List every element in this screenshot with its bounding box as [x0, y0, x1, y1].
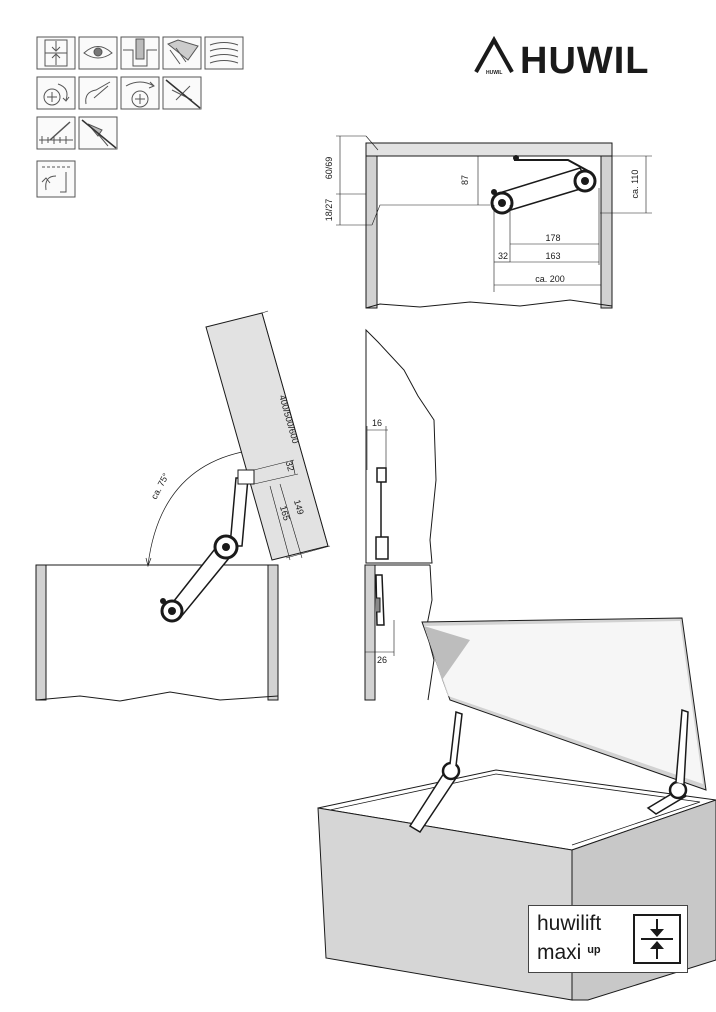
box-right-wall	[267, 564, 279, 701]
lift-symbol-icon	[633, 914, 681, 964]
brand-logo: HUWIL HUWIL	[474, 35, 650, 82]
dim-163: 163	[545, 251, 560, 261]
lift-symbol-icon	[36, 36, 76, 70]
brand-name: HUWIL	[520, 40, 650, 82]
left-side-panel	[365, 155, 378, 309]
pictogram-grid	[36, 36, 244, 198]
angle-arc	[147, 451, 243, 566]
logo-mark-icon	[474, 35, 514, 73]
no-tool-icon	[162, 76, 202, 110]
lid-panel	[365, 142, 613, 157]
product-name-line2: maxi up	[537, 941, 601, 965]
dim-26: 26	[377, 655, 387, 665]
lift-mechanism-top	[490, 155, 597, 215]
measure-icon	[36, 116, 76, 150]
open-lid-diagram: ca. 75° 400/500/600 32 165 149	[35, 310, 331, 702]
isometric-box-diagram	[317, 617, 716, 1001]
product-label: huwilift maxi up	[528, 905, 688, 973]
iso-mechanism-right	[646, 708, 689, 815]
side-wall-panel	[364, 564, 376, 701]
plywood-icon	[204, 36, 244, 70]
dim-110: ca. 110	[630, 170, 640, 199]
break-line	[365, 299, 613, 309]
dim-16: 16	[372, 418, 382, 428]
product-name-line1: huwilift	[537, 912, 602, 935]
dim-32-open: 32	[284, 460, 296, 472]
dim-149: 149	[292, 499, 306, 516]
product-name-maxi: maxi	[537, 941, 582, 964]
hand-adjust-icon	[78, 76, 118, 110]
closed-lid-diagram: 60/69 18/27 87 ca. 110 178 163 32 ca. 20…	[324, 135, 652, 309]
break-line-open	[35, 691, 279, 702]
open-lid-panel	[205, 312, 329, 561]
logo-small-text: HUWIL	[486, 70, 502, 76]
dim-lid-thickness: 60/69	[324, 157, 334, 180]
dim-200: ca. 200	[535, 274, 565, 284]
eye-icon	[78, 36, 118, 70]
rotate-arrow-icon	[36, 160, 76, 198]
dim-165: 165	[278, 505, 292, 522]
screw-rotate-icon	[36, 76, 76, 110]
product-superscript: up	[587, 944, 601, 956]
chipboard-icon	[162, 36, 202, 70]
dim-angle: ca. 75°	[149, 471, 171, 501]
drill-icon	[120, 36, 160, 70]
screw-tool-icon	[120, 76, 160, 110]
lift-mechanism-open	[160, 469, 255, 623]
side-view-diagram: 16 26	[364, 328, 437, 701]
side-lid-panel	[365, 328, 437, 564]
box-left-wall	[35, 564, 47, 701]
iso-mechanism-left	[408, 710, 463, 834]
dim-87: 87	[460, 175, 470, 185]
dim-32-top: 32	[498, 251, 508, 261]
no-hammer-icon	[78, 116, 118, 150]
right-side-panel	[600, 155, 613, 309]
dim-side-thickness: 18/27	[324, 199, 334, 222]
dim-178: 178	[545, 233, 560, 243]
lift-mechanism-side	[375, 467, 389, 626]
